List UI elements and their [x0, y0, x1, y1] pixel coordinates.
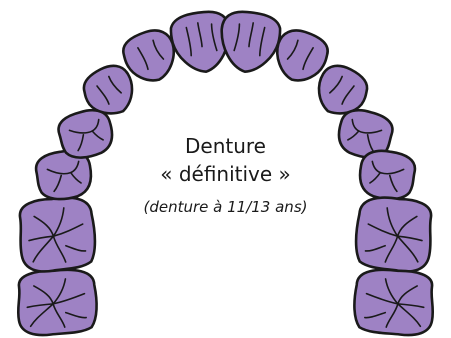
subtitle: (denture à 11/13 ans) [0, 198, 451, 216]
title-line-2: « définitive » [0, 162, 451, 186]
tooth-molar-right [352, 268, 435, 337]
title-line-1: Denture [0, 134, 451, 158]
tooth-central-incisor-right [216, 9, 282, 76]
tooth-molar-left [15, 268, 98, 337]
